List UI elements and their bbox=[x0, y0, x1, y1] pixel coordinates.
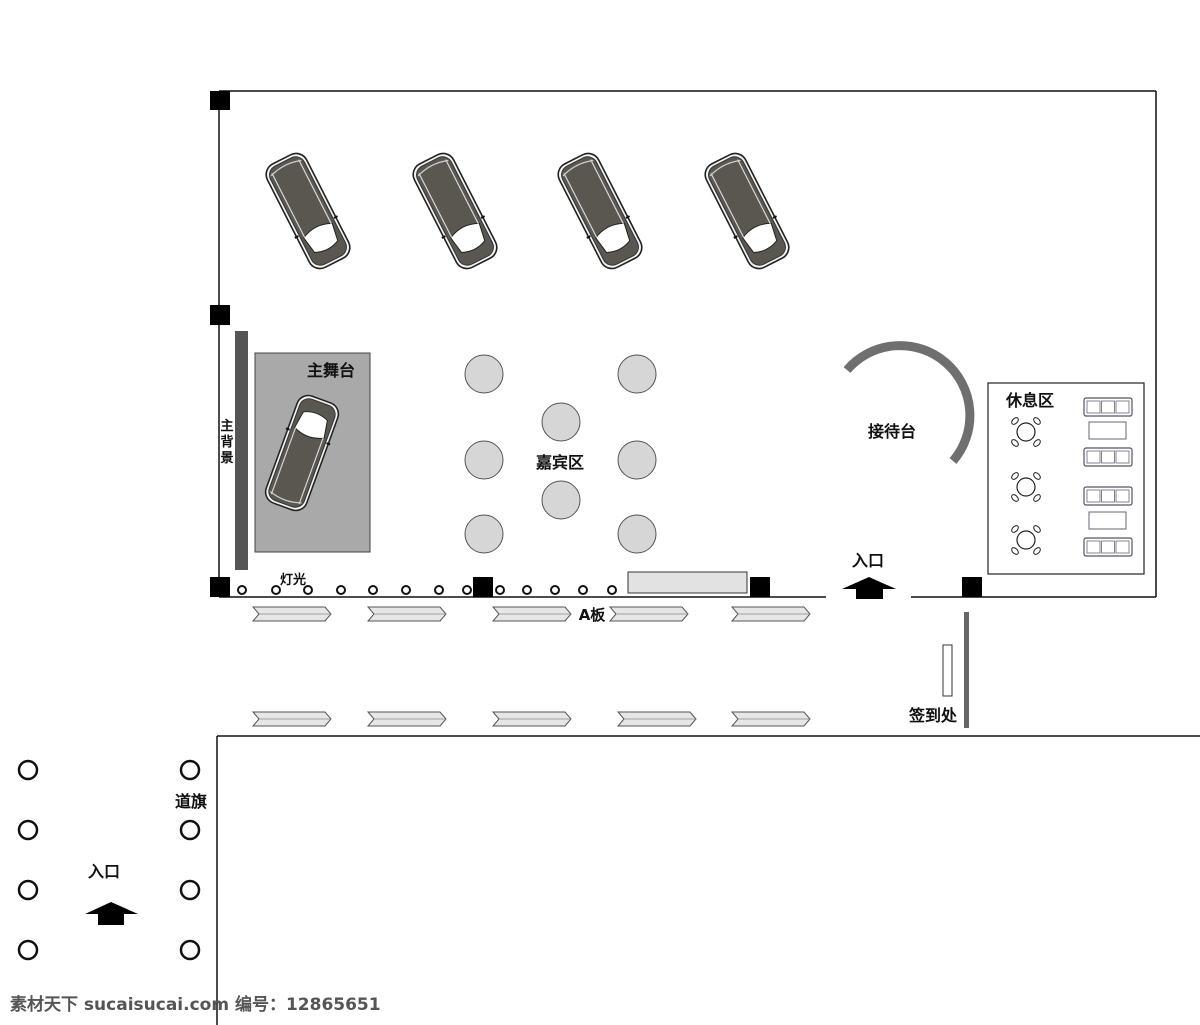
round-table bbox=[617, 514, 657, 554]
road-flag bbox=[17, 759, 39, 781]
light bbox=[336, 585, 346, 595]
entrance-outer-label: 入口 bbox=[88, 862, 120, 881]
outer-area bbox=[216, 735, 1200, 1025]
display-car bbox=[406, 147, 504, 275]
lounge-area-label: 休息区 bbox=[1005, 391, 1054, 410]
a-board bbox=[617, 711, 697, 727]
display-car bbox=[551, 147, 649, 275]
road-flag bbox=[179, 819, 201, 841]
pillar bbox=[210, 577, 230, 597]
pillar bbox=[473, 577, 493, 597]
a-board bbox=[609, 606, 689, 622]
light bbox=[495, 585, 505, 595]
a-board bbox=[252, 606, 332, 622]
entrance-outer-arrow-icon bbox=[85, 902, 138, 925]
sign-in-wall bbox=[964, 612, 969, 728]
pillars bbox=[210, 91, 982, 597]
a-board bbox=[367, 711, 447, 727]
display-cars bbox=[259, 147, 796, 275]
entrance-main-label: 入口 bbox=[852, 551, 884, 570]
reception-desk bbox=[843, 341, 975, 464]
vip-tables bbox=[464, 354, 657, 554]
light bbox=[237, 585, 247, 595]
front-counter bbox=[627, 571, 748, 594]
light bbox=[271, 585, 281, 595]
main-backdrop-label-2: 背 bbox=[220, 434, 233, 450]
a-board bbox=[731, 606, 811, 622]
a-board bbox=[252, 711, 332, 727]
display-car bbox=[259, 147, 357, 275]
main-stage-label: 主舞台 bbox=[307, 361, 355, 380]
light bbox=[522, 585, 532, 595]
road-flag bbox=[179, 759, 201, 781]
round-table bbox=[541, 402, 581, 442]
light bbox=[607, 585, 617, 595]
round-table bbox=[617, 440, 657, 480]
lounge-furniture bbox=[1009, 397, 1133, 557]
a-board-label: A板 bbox=[579, 606, 607, 624]
road-flags bbox=[17, 759, 201, 961]
a-boards-row-1 bbox=[252, 606, 811, 622]
round-table bbox=[464, 514, 504, 554]
vip-area-label: 嘉宾区 bbox=[535, 453, 584, 472]
lighting-row bbox=[237, 585, 617, 595]
sign-in-desk-label: 签到处 bbox=[908, 706, 958, 725]
round-table bbox=[541, 480, 581, 520]
road-flag bbox=[17, 939, 39, 961]
a-board bbox=[492, 606, 572, 622]
main-backdrop-label-1: 主 bbox=[220, 418, 233, 434]
round-table bbox=[617, 354, 657, 394]
coffee-table bbox=[1088, 511, 1127, 530]
a-board bbox=[367, 606, 447, 622]
pillar bbox=[750, 577, 770, 597]
road-flag bbox=[17, 879, 39, 901]
sign-in-table bbox=[942, 644, 953, 697]
road-flags-label: 道旗 bbox=[175, 792, 207, 811]
road-flag bbox=[179, 879, 201, 901]
sofa bbox=[1083, 447, 1133, 467]
light bbox=[368, 585, 378, 595]
hall-walls bbox=[218, 90, 1157, 598]
light bbox=[578, 585, 588, 595]
a-board bbox=[731, 711, 811, 727]
reception-desk-label: 接待台 bbox=[868, 422, 916, 441]
light bbox=[401, 585, 411, 595]
round-table bbox=[464, 440, 504, 480]
light bbox=[434, 585, 444, 595]
lighting-label: 灯光 bbox=[280, 572, 306, 588]
pillar bbox=[210, 91, 230, 110]
display-car bbox=[698, 147, 796, 275]
watermark: 素材天下 sucaisucai.com 编号：12865651 bbox=[10, 995, 381, 1015]
entrance-main-arrow-icon bbox=[842, 577, 896, 599]
a-board bbox=[492, 711, 572, 727]
road-flag bbox=[17, 819, 39, 841]
pillar bbox=[962, 577, 982, 597]
main-backdrop-label-3: 景 bbox=[220, 451, 233, 466]
sofa bbox=[1083, 397, 1133, 417]
light bbox=[550, 585, 560, 595]
round-table bbox=[464, 354, 504, 394]
sofa bbox=[1083, 537, 1133, 557]
light bbox=[462, 585, 472, 595]
main-backdrop bbox=[235, 331, 248, 570]
road-flag bbox=[179, 939, 201, 961]
light bbox=[303, 585, 313, 595]
sofa bbox=[1083, 486, 1133, 506]
a-boards-row-2 bbox=[252, 711, 811, 727]
pillar bbox=[210, 305, 230, 325]
coffee-table bbox=[1088, 421, 1127, 440]
